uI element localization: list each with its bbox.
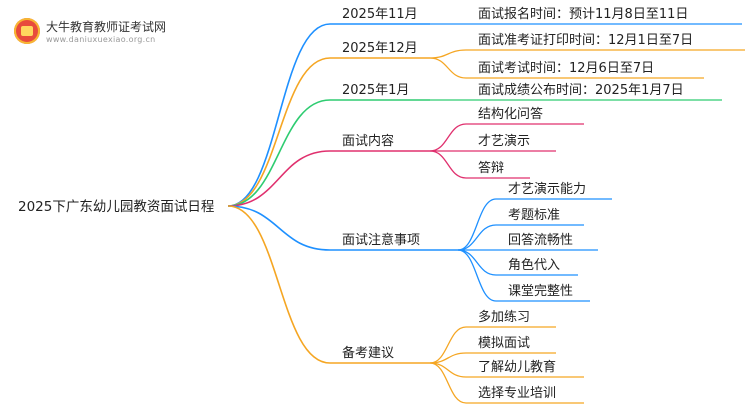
leaf-label: 才艺演示 — [478, 133, 530, 149]
child-connector — [429, 326, 467, 364]
branch-connector — [227, 23, 331, 207]
leaf-label: 考题标准 — [508, 208, 560, 223]
child-connector — [457, 198, 497, 251]
leaf-label: 选择专业培训 — [478, 385, 556, 401]
leaf-label: 课堂完整性 — [508, 284, 573, 299]
logo-url: www.daniuxuexiao.org.cn — [46, 35, 156, 44]
leaf-label: 答辩 — [478, 160, 504, 176]
branch-label: 2025年1月 — [342, 83, 409, 98]
branch-connector — [227, 205, 331, 364]
root-topic: 2025下广东幼儿园教资面试日程 — [18, 199, 214, 215]
leaf-label: 面试报名时间：预计11月8日至11日 — [478, 6, 688, 22]
mind-map-edges — [227, 23, 745, 404]
child-connector — [429, 123, 467, 152]
leaf-label: 面试准考证打印时间：12月1日至7日 — [478, 33, 693, 48]
leaf-label: 面试成绩公布时间：2025年1月7日 — [478, 83, 684, 98]
branch-label: 面试注意事项 — [342, 232, 420, 248]
branch-label: 备考建议 — [342, 345, 394, 361]
mind-map-labels: 2025下广东幼儿园教资面试日程 2025年11月 面试报名时间：预计11月8日至1… — [18, 6, 693, 401]
leaf-label: 面试考试时间：12月6日至7日 — [478, 61, 654, 76]
child-connector — [429, 362, 467, 404]
child-connector — [457, 224, 497, 251]
branch-label: 2025年11月 — [342, 7, 418, 22]
branch-connector — [227, 150, 331, 207]
branch-label: 2025年12月 — [342, 41, 418, 56]
leaf-label: 多加练习 — [478, 309, 530, 325]
branch-label: 面试内容 — [342, 133, 394, 149]
leaf-label: 了解幼儿教育 — [478, 359, 556, 375]
child-connector — [429, 150, 467, 179]
child-connector — [429, 49, 467, 59]
logo-title: 大牛教育教师证考试网 — [46, 20, 167, 34]
branch-connector — [227, 99, 331, 207]
site-logo: 大牛教育教师证考试网 www.daniuxuexiao.org.cn — [14, 14, 184, 50]
branch-connector — [227, 205, 331, 251]
leaf-label: 角色代入 — [508, 257, 560, 273]
child-connector — [429, 57, 467, 79]
leaf-label: 模拟面试 — [478, 336, 530, 351]
leaf-label: 结构化问答 — [478, 106, 543, 122]
leaf-label: 回答流畅性 — [508, 232, 573, 248]
logo-emblem-icon — [14, 18, 40, 44]
child-connector — [457, 249, 497, 276]
leaf-label: 才艺演示能力 — [508, 181, 586, 197]
child-connector — [457, 249, 497, 302]
branch-connector — [227, 57, 331, 207]
